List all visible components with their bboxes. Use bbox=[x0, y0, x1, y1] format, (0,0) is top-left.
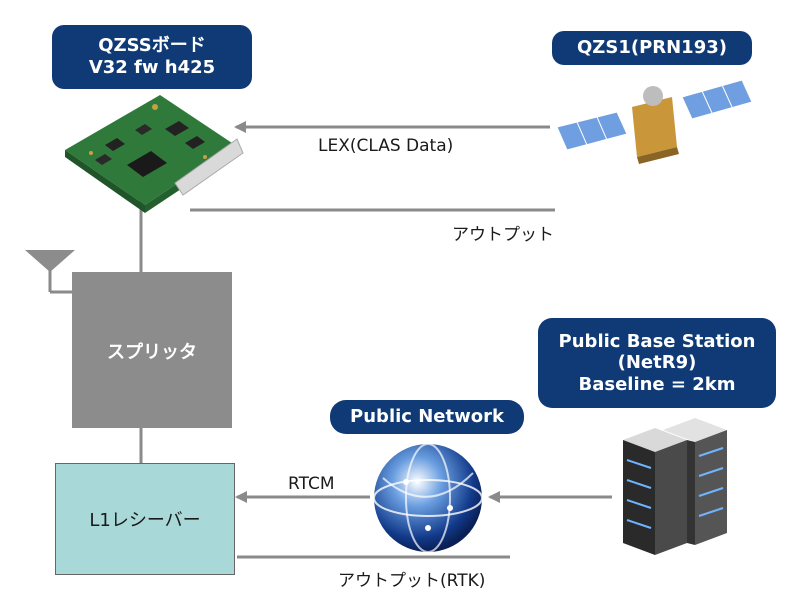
base-station-line2: (NetR9) bbox=[617, 352, 697, 374]
splitter-label: スプリッタ bbox=[107, 342, 197, 363]
globe-icon bbox=[373, 443, 483, 553]
lex-label: LEX(CLAS Data) bbox=[318, 136, 454, 156]
satellite-icon bbox=[557, 79, 753, 164]
satellite-label-text: QZS1(PRN193) bbox=[577, 37, 727, 59]
qzss-board-line1: QZSSボード bbox=[98, 35, 206, 57]
public-network-label: Public Network bbox=[330, 400, 524, 434]
qzss-board-label: QZSSボード V32 fw h425 bbox=[52, 25, 252, 89]
public-network-label-text: Public Network bbox=[350, 406, 504, 428]
base-station-label: Public Base Station (NetR9) Baseline = 2… bbox=[538, 318, 776, 408]
antenna-icon bbox=[25, 250, 75, 294]
l1-receiver-label: L1レシーバー bbox=[89, 510, 201, 531]
qzss-board-line2: V32 fw h425 bbox=[88, 57, 216, 78]
server-rack-icon bbox=[623, 418, 727, 555]
qzss-board-image bbox=[65, 95, 244, 213]
base-station-line3: Baseline = 2km bbox=[578, 373, 736, 395]
l1-receiver-box: L1レシーバー bbox=[55, 463, 235, 575]
rtcm-label: RTCM bbox=[288, 474, 335, 494]
base-station-line1: Public Base Station bbox=[558, 330, 756, 352]
satellite-label: QZS1(PRN193) bbox=[552, 31, 752, 65]
output-label: アウトプット bbox=[452, 225, 554, 245]
splitter-box: スプリッタ bbox=[72, 272, 232, 428]
output-rtk-label: アウトプット(RTK) bbox=[338, 571, 486, 591]
